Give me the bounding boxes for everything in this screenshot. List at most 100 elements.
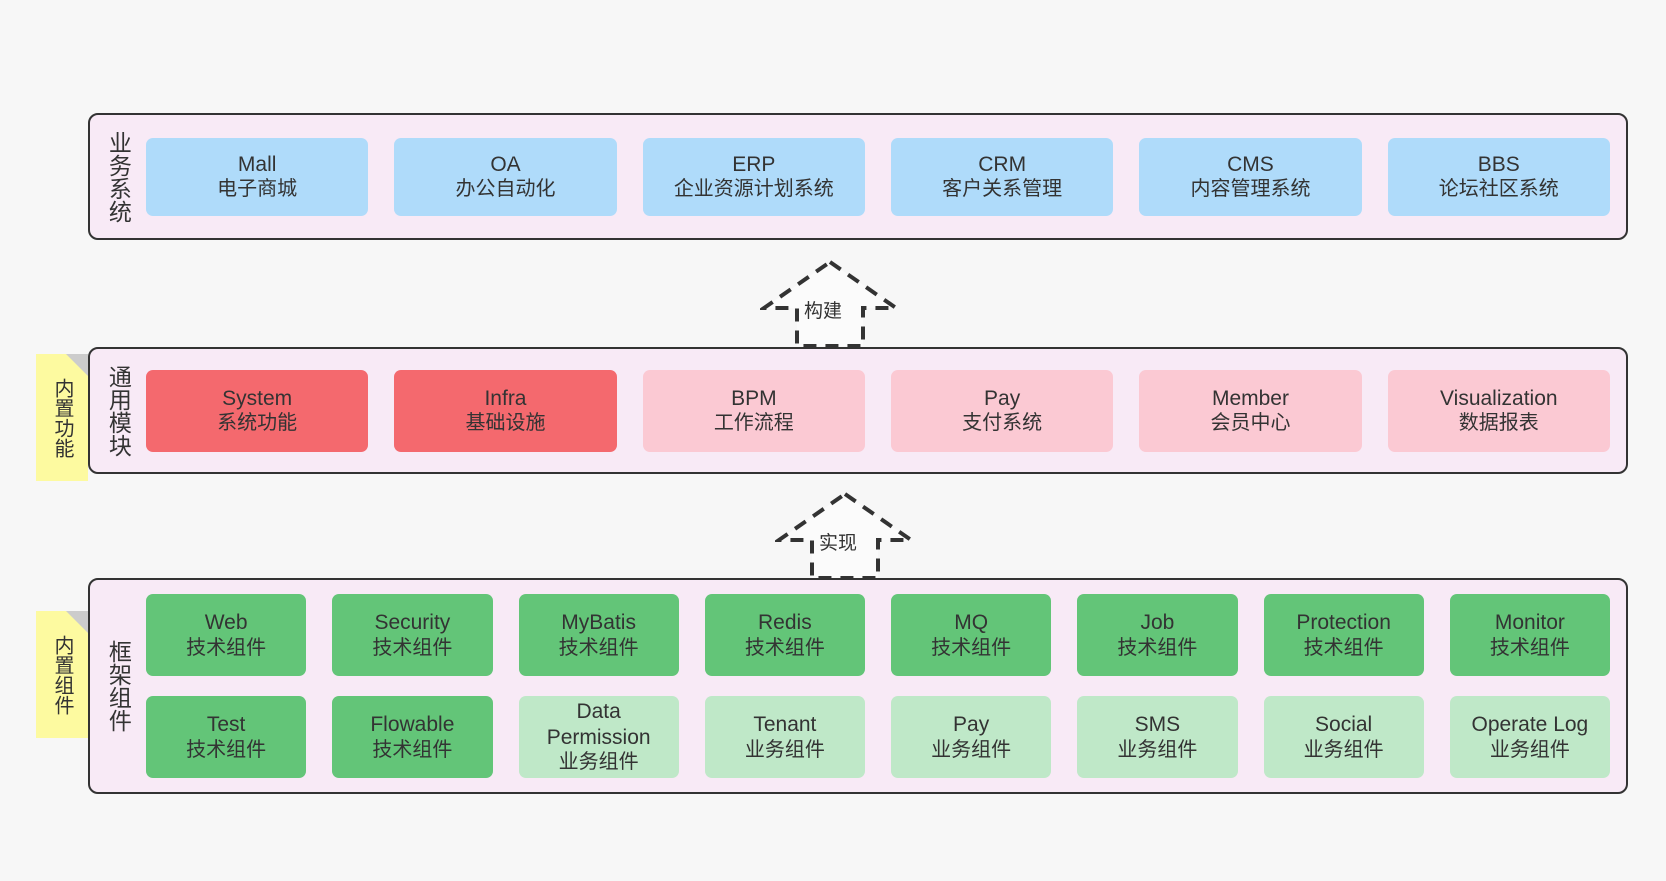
module-card-row: System 系统功能 Infra 基础设施 BPM 工作流程 Pay 支付系统… (146, 369, 1610, 452)
card-oa-title: OA (490, 152, 521, 176)
card-infra[interactable]: Infra 基础设施 (394, 369, 617, 452)
card-web[interactable]: Web 技术组件 (146, 594, 307, 676)
card-visualization[interactable]: Visualization 数据报表 (1387, 369, 1610, 452)
card-member-subtitle: 会员中心 (1210, 412, 1291, 435)
card-visualization-subtitle: 数据报表 (1458, 412, 1539, 435)
card-cms[interactable]: CMS 内容管理系统 (1139, 137, 1362, 216)
card-job-subtitle: 技术组件 (1117, 636, 1198, 659)
card-erp-title: ERP (732, 152, 776, 176)
card-social[interactable]: Social 业务组件 (1263, 696, 1424, 778)
card-bbs[interactable]: BBS 论坛社区系统 (1387, 137, 1610, 216)
card-crm-title: CRM (978, 152, 1027, 176)
card-data-permission-title: Data Permission (546, 700, 651, 749)
card-bpm[interactable]: BPM 工作流程 (642, 369, 865, 452)
card-bbs-title: BBS (1477, 152, 1520, 176)
card-web-title: Web (204, 611, 248, 634)
card-infra-title: Infra (484, 386, 527, 410)
card-protection[interactable]: Protection 技术组件 (1263, 594, 1424, 676)
card-crm-subtitle: 客户关系管理 (942, 178, 1063, 201)
card-mall-title: Mall (237, 152, 277, 176)
card-flowable-subtitle: 技术组件 (372, 738, 453, 761)
card-visualization-title: Visualization (1440, 386, 1558, 410)
card-pay-module-title: Pay (984, 386, 1021, 410)
card-social-title: Social (1315, 713, 1373, 736)
framework-card-row-technical: Web 技术组件 Security 技术组件 MyBatis 技术组件 Redi… (146, 594, 1610, 676)
card-data-permission-subtitle: 业务组件 (558, 751, 639, 774)
card-job-title: Job (1140, 611, 1175, 634)
card-erp-subtitle: 企业资源计划系统 (673, 178, 834, 201)
card-member[interactable]: Member 会员中心 (1139, 369, 1362, 452)
note-builtin-features-label: 内置功能 (51, 377, 73, 458)
card-social-subtitle: 业务组件 (1303, 738, 1384, 761)
card-operate-log-title: Operate Log (1471, 713, 1589, 736)
card-mq-subtitle: 技术组件 (931, 636, 1012, 659)
card-test-subtitle: 技术组件 (186, 738, 267, 761)
card-mall[interactable]: Mall 电子商城 (146, 137, 369, 216)
card-redis-subtitle: 技术组件 (744, 636, 825, 659)
card-flowable[interactable]: Flowable 技术组件 (332, 696, 493, 778)
card-data-permission[interactable]: Data Permission 业务组件 (518, 696, 679, 778)
layer-common-modules: 通用模块 System 系统功能 Infra 基础设施 BPM 工作流程 Pay… (88, 347, 1628, 474)
card-bpm-title: BPM (731, 386, 777, 410)
card-operate-log[interactable]: Operate Log 业务组件 (1449, 696, 1610, 778)
card-protection-title: Protection (1296, 611, 1391, 634)
card-flowable-title: Flowable (370, 713, 455, 736)
business-card-row: Mall 电子商城 OA 办公自动化 ERP 企业资源计划系统 CRM 客户关系… (146, 137, 1610, 216)
card-sms-title: SMS (1134, 713, 1181, 736)
layer-business-systems-label: 业务系统 (105, 130, 132, 223)
card-pay-module[interactable]: Pay 支付系统 (890, 369, 1114, 452)
card-mq[interactable]: MQ 技术组件 (891, 594, 1052, 676)
card-test[interactable]: Test 技术组件 (146, 696, 307, 778)
card-test-title: Test (206, 713, 246, 736)
card-pay-component[interactable]: Pay 业务组件 (891, 696, 1052, 778)
framework-card-row-business: Test 技术组件 Flowable 技术组件 Data Permission … (146, 696, 1610, 778)
card-cms-subtitle: 内容管理系统 (1190, 178, 1311, 201)
card-system[interactable]: System 系统功能 (146, 369, 369, 452)
arrow-build: 构建 (757, 258, 903, 350)
card-system-subtitle: 系统功能 (217, 412, 298, 435)
card-oa-subtitle: 办公自动化 (455, 178, 556, 201)
card-system-title: System (222, 386, 293, 410)
card-mall-subtitle: 电子商城 (217, 178, 298, 201)
card-tenant-subtitle: 业务组件 (744, 738, 825, 761)
card-pay-component-title: Pay (953, 713, 990, 736)
card-sms[interactable]: SMS 业务组件 (1077, 696, 1238, 778)
layer-business-systems: 业务系统 Mall 电子商城 OA 办公自动化 ERP 企业资源计划系统 CRM… (88, 113, 1628, 240)
card-mybatis[interactable]: MyBatis 技术组件 (518, 594, 679, 676)
layer-framework-components: 框架组件 Web 技术组件 Security 技术组件 MyBatis 技术组件… (88, 578, 1628, 794)
card-security-title: Security (374, 611, 451, 634)
arrow-build-label: 构建 (804, 301, 843, 322)
note-fold-corner-icon (66, 611, 88, 633)
card-pay-component-subtitle: 业务组件 (931, 738, 1012, 761)
card-mybatis-title: MyBatis (561, 611, 636, 634)
note-builtin-components-label: 内置组件 (51, 634, 73, 715)
layer-framework-components-label: 框架组件 (105, 640, 132, 732)
layer-common-modules-cards: System 系统功能 Infra 基础设施 BPM 工作流程 Pay 支付系统… (146, 349, 1626, 472)
card-redis[interactable]: Redis 技术组件 (704, 594, 865, 676)
card-cms-title: CMS (1227, 152, 1274, 176)
card-sms-subtitle: 业务组件 (1117, 738, 1198, 761)
note-builtin-features: 内置功能 (36, 354, 88, 481)
card-security[interactable]: Security 技术组件 (332, 594, 493, 676)
card-bpm-subtitle: 工作流程 (713, 412, 794, 435)
card-erp[interactable]: ERP 企业资源计划系统 (642, 137, 865, 216)
card-redis-title: Redis (758, 611, 812, 634)
arrow-build-icon (757, 259, 903, 348)
card-tenant[interactable]: Tenant 业务组件 (704, 696, 865, 778)
layer-framework-components-cards: Web 技术组件 Security 技术组件 MyBatis 技术组件 Redi… (146, 580, 1626, 792)
card-tenant-title: Tenant (753, 713, 817, 736)
card-protection-subtitle: 技术组件 (1303, 636, 1384, 659)
card-job[interactable]: Job 技术组件 (1077, 594, 1238, 676)
card-monitor-subtitle: 技术组件 (1489, 636, 1570, 659)
card-infra-subtitle: 基础设施 (465, 412, 546, 435)
card-crm[interactable]: CRM 客户关系管理 (890, 137, 1114, 216)
note-builtin-components: 内置组件 (36, 611, 88, 738)
card-monitor[interactable]: Monitor 技术组件 (1449, 594, 1610, 676)
layer-business-systems-cards: Mall 电子商城 OA 办公自动化 ERP 企业资源计划系统 CRM 客户关系… (146, 115, 1626, 238)
card-oa[interactable]: OA 办公自动化 (394, 137, 617, 216)
card-monitor-title: Monitor (1494, 611, 1565, 634)
card-mybatis-subtitle: 技术组件 (558, 636, 639, 659)
card-web-subtitle: 技术组件 (186, 636, 267, 659)
arrow-implement: 实现 (772, 490, 918, 582)
